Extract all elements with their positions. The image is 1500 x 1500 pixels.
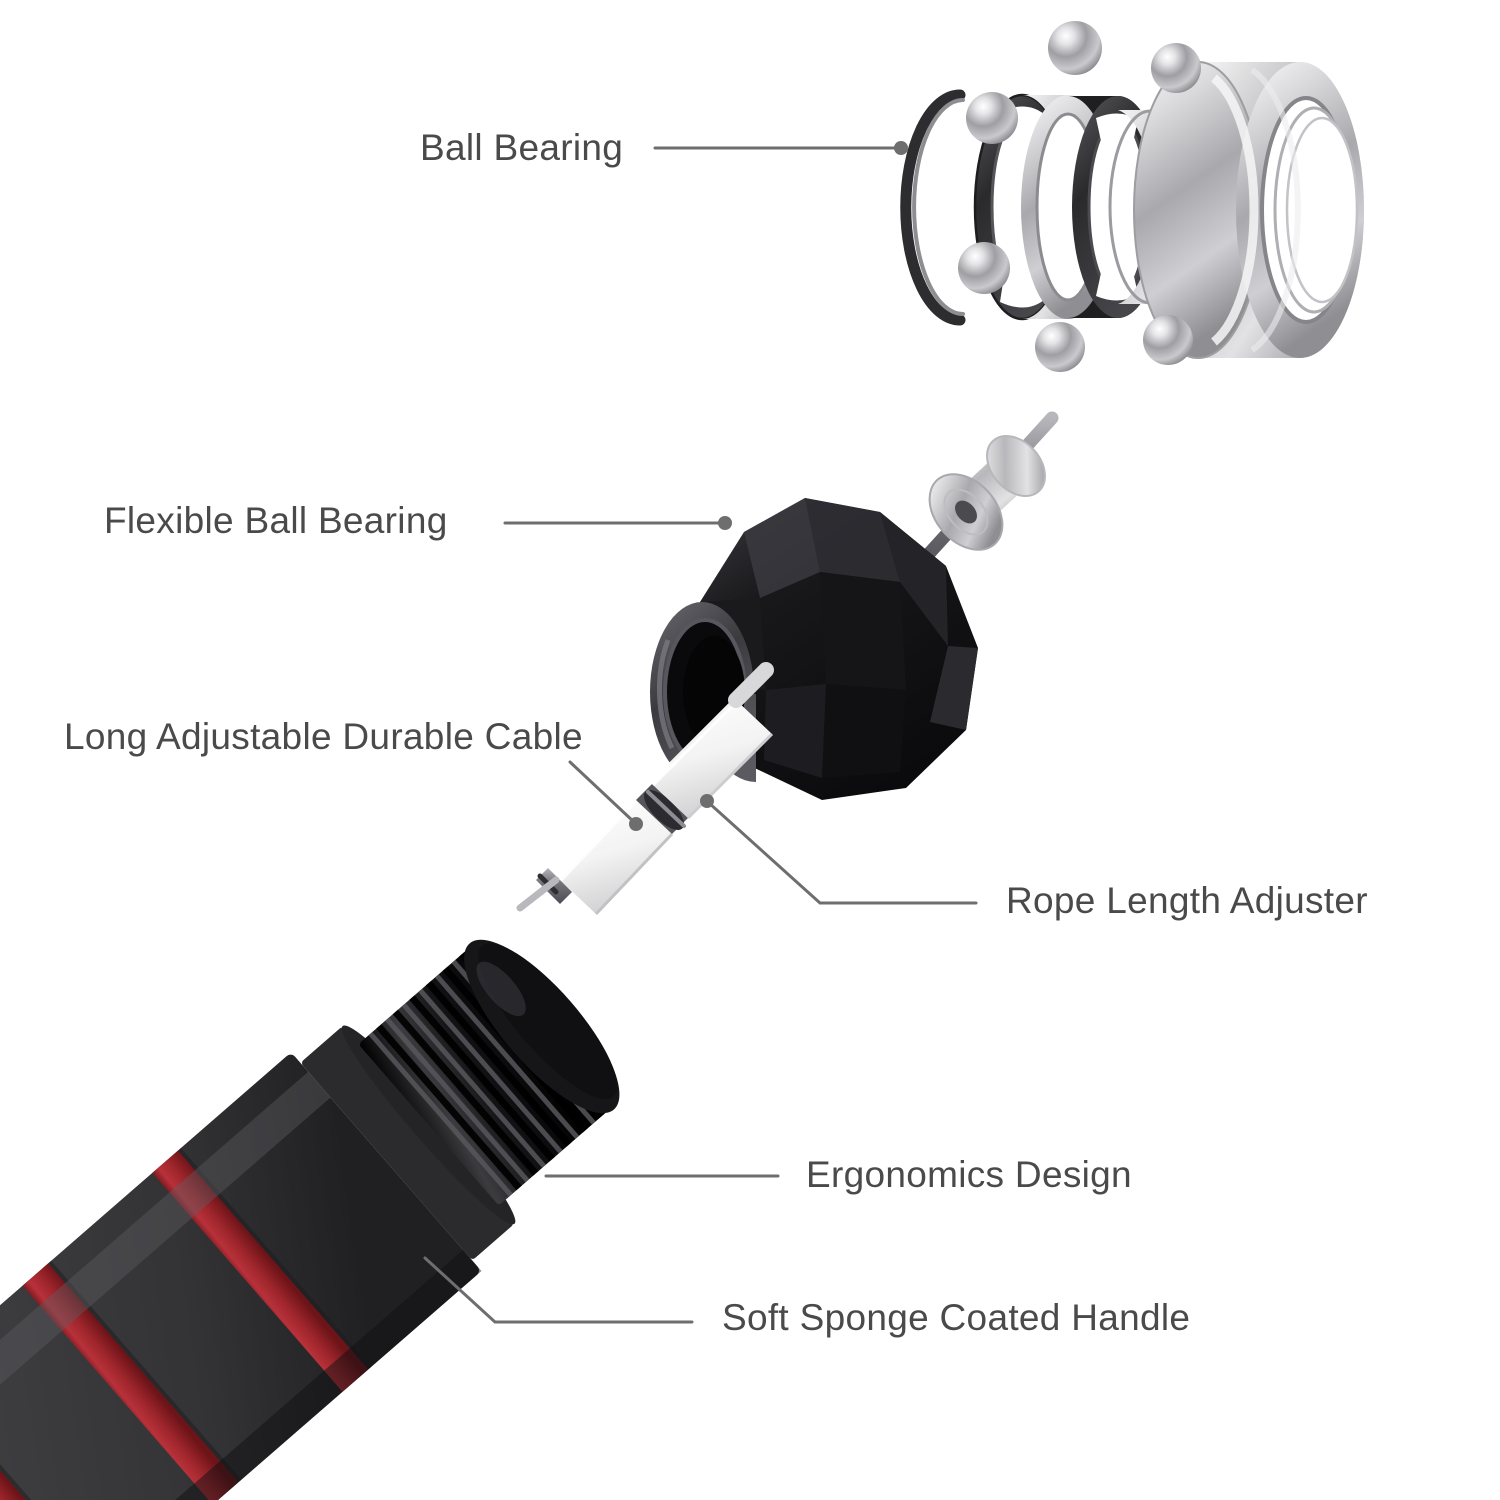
rope-length-adjuster-collar: [636, 784, 688, 834]
callout-label-rope-length-adjuster: Rope Length Adjuster: [1006, 880, 1368, 921]
leader-dot-flexible-ball-bearing: [718, 516, 732, 530]
leader-long-adjustable-durable-cable: [568, 760, 636, 824]
handle-grip-body: [0, 1054, 482, 1500]
callout-label-ball-bearing: Ball Bearing: [420, 127, 624, 168]
cable-tip: [728, 662, 774, 708]
callout-label-long-adjustable-durable-cable: Long Adjustable Durable Cable: [64, 716, 583, 757]
flexible-ball-bearing-part: [650, 411, 1059, 800]
callout-label-ergonomics-design: Ergonomics Design: [806, 1154, 1132, 1195]
bearing-steel-balls: [958, 21, 1201, 372]
leader-soft-sponge-coated-handle: [423, 1256, 694, 1324]
knob-cable-stub: [516, 876, 560, 912]
handle-end-knob: [464, 939, 620, 1114]
ball-bearing-assembly: [900, 21, 1364, 372]
leader-endpoint-dots: [629, 141, 908, 831]
bearing-outer-ring: [1133, 61, 1364, 359]
handle-assembly: [0, 939, 620, 1500]
leader-dot-long-adjustable-durable-cable: [629, 817, 643, 831]
cable-and-adjuster: [536, 662, 774, 916]
faceted-black-cap: [650, 498, 978, 800]
bearing-split-ring-rear: [900, 89, 966, 326]
handle-stripe-4: [152, 1150, 369, 1392]
callout-label-flexible-ball-bearing: Flexible Ball Bearing: [104, 500, 448, 541]
leader-rope-length-adjuster: [707, 801, 978, 905]
callout-label-soft-sponge-coated-handle: Soft Sponge Coated Handle: [722, 1297, 1191, 1338]
leader-dot-ball-bearing: [894, 141, 908, 155]
handle-stripe-3: [22, 1263, 239, 1500]
handle-stripe-2: [0, 1376, 109, 1500]
leader-dot-rope-length-adjuster: [700, 794, 714, 808]
shaft-washer-stack: [928, 435, 1046, 551]
